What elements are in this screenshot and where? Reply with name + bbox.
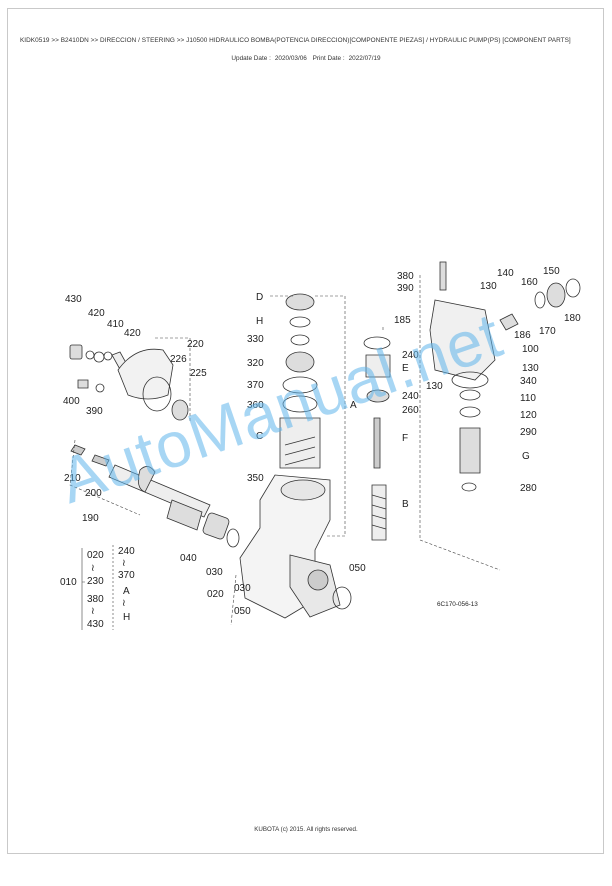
callout-185: 185 [394,315,411,326]
part-drawings [69,261,581,619]
assembly-legend: 010 020 ≀ 230 380 ≀ 430 240 ≀ 370 A ≀ H [60,545,135,630]
callout-410: 410 [107,319,124,330]
legend-col2-3: A [123,586,130,597]
callout-F: F [402,433,408,444]
callout-240: 240 [402,350,419,361]
callout-A: A [350,400,357,411]
callout-H: H [256,316,263,327]
callout-C: C [256,431,263,442]
legend-col2-5: H [123,612,130,623]
callout-390: 390 [86,406,103,417]
callout-100: 100 [522,344,539,355]
callout-430: 430 [65,294,82,305]
legend-col2-4: ≀ [122,598,126,609]
callout-020: 020 [207,589,224,600]
legend-col1-5: 430 [87,619,104,630]
callout-226: 226 [170,354,187,365]
legend-col1-4: ≀ [91,606,95,617]
legend-col2-0: 240 [118,546,135,557]
callout-170: 170 [539,326,556,337]
callout-186: 186 [514,330,531,341]
callout-130: 130 [480,281,497,292]
update-date-label: Update Date : [231,55,271,62]
callout-030: 030 [206,567,223,578]
callout-140: 140 [497,268,514,279]
callout-320: 320 [247,358,264,369]
callout-120: 120 [520,410,537,421]
callout-210: 210 [64,473,81,484]
footer-copyright: KUBOTA (c) 2015. All rights reserved. [254,826,358,833]
callout-360: 360 [247,400,264,411]
print-date-label: Print Date : [312,55,345,62]
callout-240b: 240 [402,391,419,402]
callout-200: 200 [85,488,102,499]
callout-150: 150 [543,266,560,277]
callout-160: 160 [521,277,538,288]
date-line: Update Date :2020/03/06 Print Date :2022… [0,55,612,62]
callout-190: 190 [82,513,99,524]
callout-280: 280 [520,483,537,494]
callout-290: 290 [520,427,537,438]
callout-390b: 390 [397,283,414,294]
drawing-code: 6C170-056-13 [437,601,478,608]
callout-400: 400 [63,396,80,407]
callout-040: 040 [180,553,197,564]
legend-col2-2: 370 [118,570,135,581]
callout-380: 380 [397,271,414,282]
callout-D: D [256,292,263,303]
print-date-value: 2022/07/19 [348,55,381,62]
callout-G: G [522,451,530,462]
callout-130c: 130 [522,363,539,374]
leader-lines [69,275,501,626]
legend-col1-1: ≀ [91,563,95,574]
callout-340: 340 [520,376,537,387]
callout-030b: 030 [234,583,251,594]
callout-225: 225 [190,368,207,379]
legend-col1-0: 020 [87,550,104,561]
callout-labels: 430 420 410 420 220 226 225 400 390 210 … [63,266,581,617]
callout-370: 370 [247,380,264,391]
callout-050b: 050 [234,606,251,617]
breadcrumb: KIDK0519 >> B2410DN >> DIRECCION / STEER… [20,37,571,44]
callout-350: 350 [247,473,264,484]
callout-180: 180 [564,313,581,324]
callout-E: E [402,363,409,374]
callout-260: 260 [402,405,419,416]
legend-main: 010 [60,577,77,588]
update-date-value: 2020/03/06 [274,55,307,62]
callout-110: 110 [520,393,536,404]
callout-130b: 130 [426,381,443,392]
callout-330: 330 [247,334,264,345]
legend-col1-2: 230 [87,576,104,587]
callout-B: B [402,499,409,510]
callout-220: 220 [187,339,204,350]
legend-col1-3: 380 [87,594,104,605]
legend-col2-1: ≀ [122,558,126,569]
callout-050: 050 [349,563,366,574]
callout-420: 420 [88,308,105,319]
callout-420b: 420 [124,328,141,339]
page-frame [7,8,604,854]
